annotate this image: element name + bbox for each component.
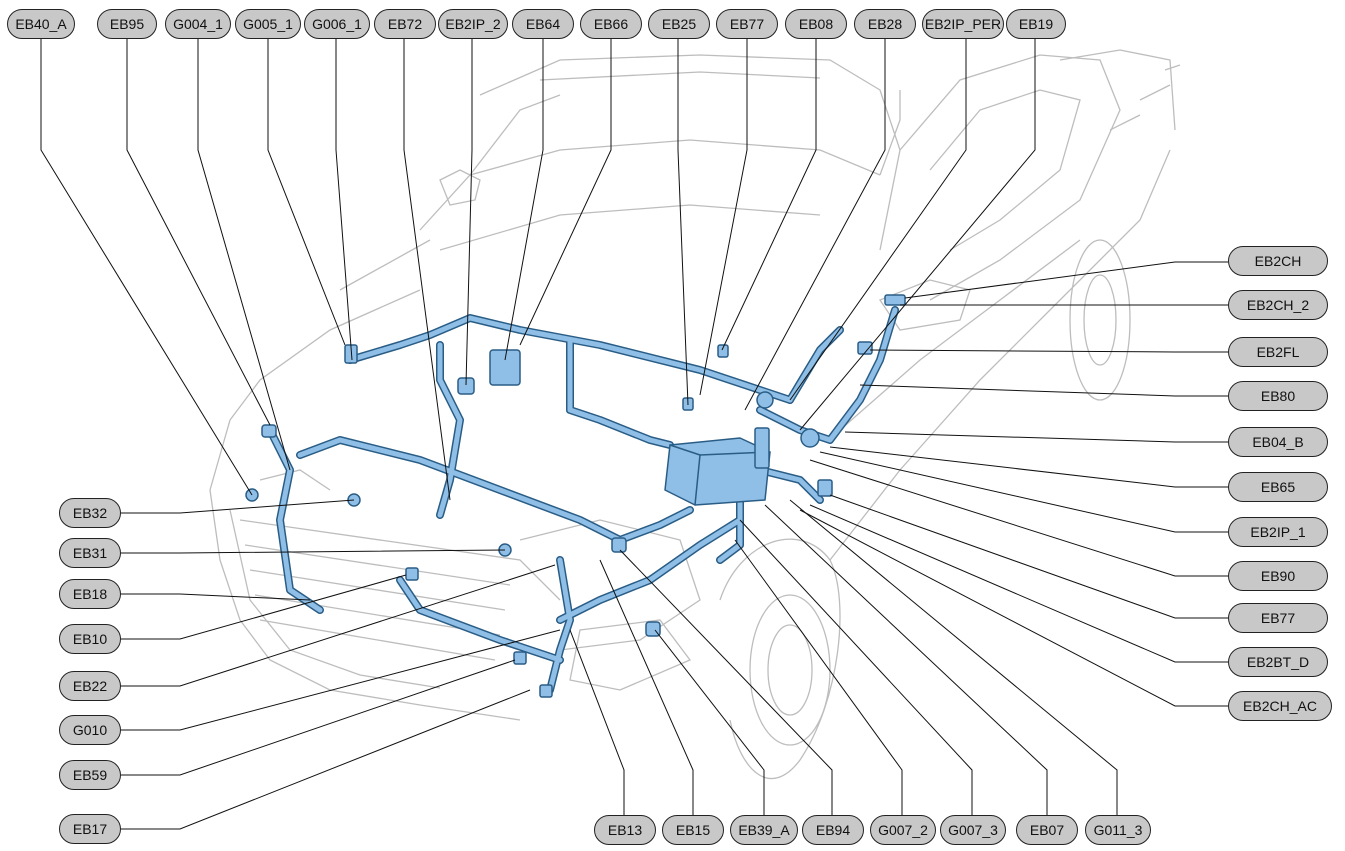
leader-lines: [40, 36, 1228, 830]
label-right: EB80: [1228, 381, 1328, 411]
label-right: EB2CH_AC: [1228, 691, 1332, 721]
label-text: EB13: [607, 822, 643, 838]
label-text: EB65: [1260, 479, 1296, 495]
label-text: EB18: [72, 586, 108, 602]
label-text: EB28: [867, 16, 903, 32]
label-right: EB2CH: [1228, 246, 1328, 276]
label-text: EB32: [72, 505, 108, 521]
label-text: EB90: [1260, 568, 1296, 584]
label-top: EB19: [1006, 9, 1066, 39]
label-text: EB2IP_PER: [924, 16, 1002, 32]
label-left: G010: [59, 715, 121, 745]
wiring-harness: [245, 294, 906, 698]
label-text: EB40_A: [15, 16, 67, 32]
label-text: EB2CH_2: [1246, 297, 1310, 313]
label-text: G005_1: [243, 16, 293, 32]
label-top: EB66: [580, 9, 642, 39]
label-text: EB2BT_D: [1246, 654, 1310, 670]
label-right: EB2BT_D: [1228, 647, 1328, 677]
label-left: EB22: [59, 671, 121, 701]
label-top: EB2IP_2: [438, 9, 508, 39]
label-bottom: G007_3: [940, 815, 1006, 845]
label-bottom: G007_2: [870, 815, 936, 845]
label-left: EB10: [59, 624, 121, 654]
label-text: G007_3: [948, 822, 998, 838]
label-text: EB17: [72, 821, 108, 837]
label-right: EB04_B: [1228, 427, 1328, 457]
label-text: EB31: [72, 545, 108, 561]
vehicle-outline: [209, 49, 1181, 780]
label-top: EB95: [97, 9, 157, 39]
label-text: EB77: [729, 16, 765, 32]
label-right: EB65: [1228, 472, 1328, 502]
label-right: EB2CH_2: [1228, 290, 1328, 320]
label-text: EB25: [661, 16, 697, 32]
label-left: EB18: [59, 579, 121, 609]
label-top: EB2IP_PER: [922, 9, 1004, 39]
label-bottom: EB13: [594, 815, 656, 845]
label-left: EB31: [59, 538, 121, 568]
label-text: EB80: [1260, 388, 1296, 404]
label-bottom: G011_3: [1085, 815, 1151, 845]
label-text: EB2CH_AC: [1243, 698, 1317, 714]
label-text: EB2CH: [1254, 253, 1302, 269]
label-left: EB17: [59, 814, 121, 844]
label-text: EB77: [1260, 610, 1296, 626]
label-bottom: EB94: [802, 815, 864, 845]
label-right: EB77: [1228, 603, 1328, 633]
label-top: EB77: [716, 9, 778, 39]
label-text: EB10: [72, 631, 108, 647]
label-bottom: EB39_A: [730, 815, 798, 845]
label-bottom: EB07: [1016, 815, 1078, 845]
label-top: EB72: [374, 9, 436, 39]
fuse-box: [664, 437, 771, 506]
label-text: G007_2: [878, 822, 928, 838]
label-text: EB2FL: [1256, 344, 1300, 360]
label-text: EB64: [525, 16, 561, 32]
label-bottom: EB15: [662, 815, 724, 845]
label-text: EB15: [675, 822, 711, 838]
label-text: EB94: [815, 822, 851, 838]
label-text: G010: [72, 722, 108, 738]
label-text: G004_1: [173, 16, 223, 32]
label-text: EB39_A: [738, 822, 790, 838]
label-text: EB72: [387, 16, 423, 32]
label-top: G004_1: [165, 9, 231, 39]
label-top: EB28: [854, 9, 916, 39]
label-text: EB2IP_2: [445, 16, 501, 32]
label-top: EB08: [785, 9, 847, 39]
label-text: EB22: [72, 678, 108, 694]
label-top: G005_1: [235, 9, 301, 39]
label-top: EB64: [512, 9, 574, 39]
label-text: EB59: [72, 767, 108, 783]
label-text: G011_3: [1093, 822, 1143, 838]
label-right: EB2IP_1: [1228, 517, 1328, 547]
label-text: EB19: [1018, 16, 1054, 32]
label-text: EB66: [593, 16, 629, 32]
label-left: EB59: [59, 760, 121, 790]
label-left: EB32: [59, 498, 121, 528]
label-text: EB04_B: [1252, 434, 1304, 450]
label-right: EB90: [1228, 561, 1328, 591]
label-top: G006_1: [304, 9, 370, 39]
label-text: EB95: [109, 16, 145, 32]
label-text: EB2IP_1: [1250, 524, 1306, 540]
label-top: EB25: [648, 9, 710, 39]
label-text: G006_1: [312, 16, 362, 32]
label-right: EB2FL: [1228, 337, 1328, 367]
label-top: EB40_A: [7, 9, 75, 39]
label-text: EB08: [798, 16, 834, 32]
label-text: EB07: [1029, 822, 1065, 838]
